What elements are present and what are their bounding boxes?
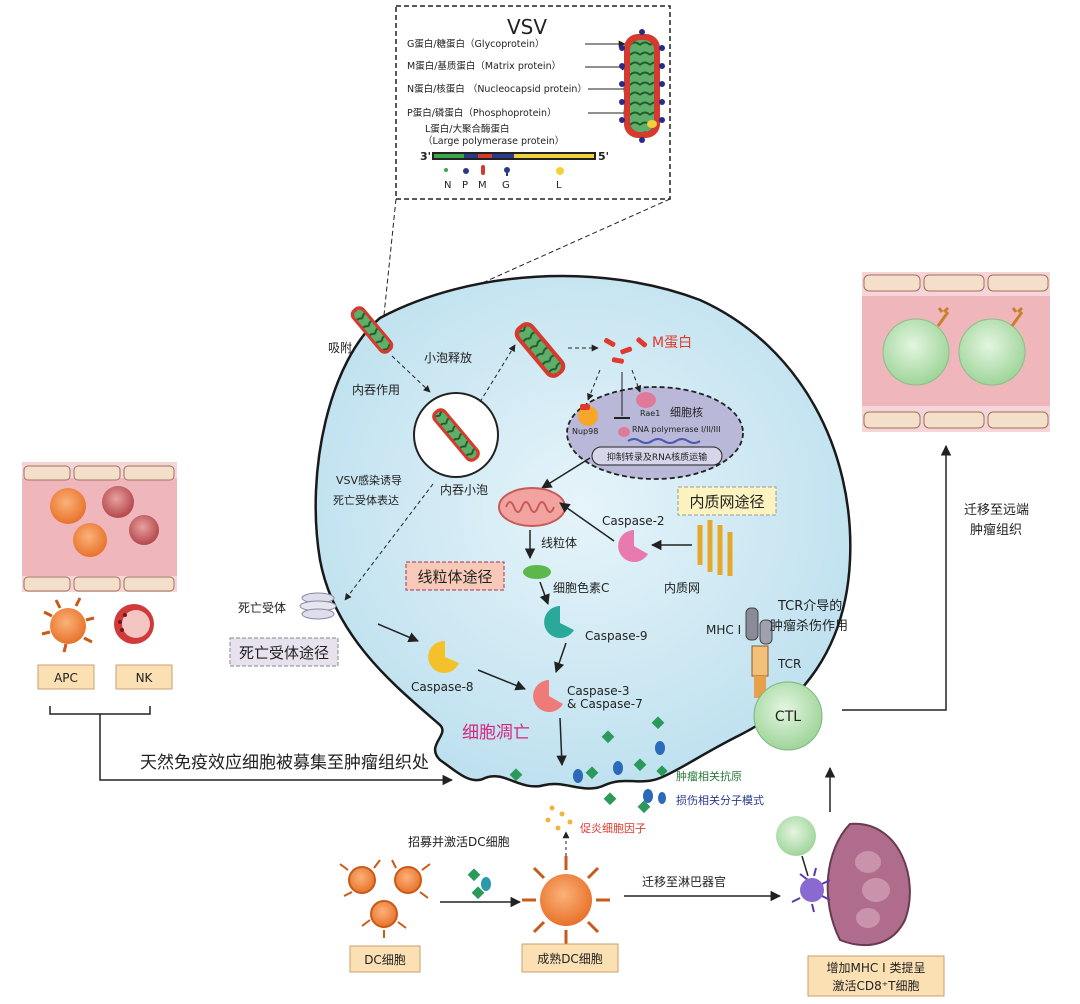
rna-pol-label: RNA polymerase I/II/III	[632, 425, 721, 434]
cytokine-dots	[545, 805, 573, 831]
ctl-label: CTL	[775, 709, 801, 725]
n-protein-label: N蛋白/核蛋白 （Nucleocapsid protein）	[407, 83, 587, 95]
lymph-node-icon	[826, 822, 911, 947]
er-label: 内质网	[664, 581, 700, 595]
inhibit-label: 抑制转录及RNA核质运输	[607, 451, 707, 463]
caspase2-label: Caspase-2	[602, 514, 665, 528]
mhc-up-label-1: 增加MHC I 类提呈	[827, 960, 926, 975]
nk-icon	[114, 604, 154, 644]
genome-label-n: N	[444, 180, 451, 191]
left-vessel	[22, 462, 177, 592]
caspase8-label: Caspase-8	[411, 680, 474, 694]
rae1-label: Rae1	[640, 409, 660, 418]
genome-label-p: P	[462, 180, 468, 191]
er-pathway-label: 内质网途径	[689, 493, 764, 511]
genome-5-prime: 5'	[598, 150, 609, 163]
cyto-c-icon	[523, 565, 551, 579]
caspase8-icon	[428, 640, 459, 673]
caspase9-label: Caspase-9	[585, 629, 648, 643]
mitochondria-icon	[498, 487, 566, 527]
mito-label: 线粒体	[541, 535, 577, 550]
vesicle-virion-icon	[432, 408, 480, 462]
mito-pathway-box	[405, 561, 505, 591]
endocytosis-label: 内吞作用	[352, 383, 400, 397]
apc-icon	[41, 597, 95, 653]
migrate-distal-label-2: 肿瘤组织	[970, 522, 1022, 538]
endocytic-vesicle-label: 内吞小泡	[440, 483, 488, 497]
migrate-lymph-label: 迁移至淋巴器官	[642, 874, 726, 889]
adsorbing-virion-icon	[350, 306, 394, 354]
damp-label: 损伤相关分子模式	[676, 793, 764, 807]
cyto-c-label: 细胞色素C	[553, 581, 609, 595]
dc-box	[349, 945, 421, 973]
apc-label: APC	[54, 671, 78, 685]
death-receptor-label: 死亡受体	[238, 601, 286, 615]
adsorption-label: 吸附	[328, 341, 352, 355]
genome-label-m: M	[478, 180, 487, 191]
tcr-kill-label-2: 肿瘤杀伤作用	[770, 618, 848, 634]
genome-bar	[432, 152, 596, 160]
tumor-antigen-marks	[509, 716, 665, 814]
death-receptor-icon	[299, 592, 337, 620]
cytokine-label: 促炎细胞因子	[580, 821, 646, 835]
caspase37-label-2: & Caspase-7	[567, 697, 643, 711]
dc-released-marks	[467, 868, 491, 900]
mhc-up-box	[807, 955, 945, 997]
vesicle-release-label: 小泡释放	[424, 350, 472, 365]
mature-dc-label: 成熟DC细胞	[537, 951, 603, 966]
genome-label-g: G	[502, 180, 510, 191]
recruit-dc-label: 招募并激活DC细胞	[408, 835, 510, 849]
caspase9-icon	[544, 606, 574, 638]
dr-pathway-box	[229, 637, 339, 667]
mito-pathway-label: 线粒体途径	[417, 568, 492, 586]
caspase37-icon	[533, 680, 563, 712]
nk-box	[115, 664, 173, 690]
caspase37-label-1: Caspase-3	[567, 684, 630, 698]
antigen-presenting-icon	[791, 867, 831, 913]
genome-label-l: L	[556, 180, 562, 191]
vsv-title: VSV	[507, 15, 547, 39]
mature-dc-box	[521, 943, 619, 973]
vsv-inset: VSV G蛋白/糖蛋白（Glycoprotein） M蛋白/基质蛋白（Matri…	[395, 5, 671, 200]
er-pathway-box	[677, 486, 777, 516]
vsv-induced-label-2: 死亡受体表达	[333, 493, 399, 507]
p-protein-label: P蛋白/磷蛋白（Phosphoprotein）	[407, 107, 557, 119]
genome-3-prime: 3'	[420, 150, 431, 163]
l-protein-label-en: （Large polymerase protein）	[423, 135, 564, 147]
m-protein-icon	[604, 337, 648, 364]
dr-pathway-label: 死亡受体途径	[239, 644, 329, 662]
tumor-antigen-label: 肿瘤相关抗原	[676, 769, 742, 783]
m-protein-label: M蛋白/基质蛋白（Matrix protein）	[407, 60, 561, 72]
mhc-up-label-2: 激活CD8⁺T细胞	[833, 979, 920, 993]
vsv-virion-icon	[619, 29, 665, 143]
nup98-icon	[578, 406, 598, 426]
rae1-icon	[636, 392, 656, 408]
l-protein-label: L蛋白/大聚合酶蛋白	[425, 123, 510, 135]
dc-cells-icon	[339, 859, 431, 938]
m-protein-label: M蛋白	[652, 335, 692, 351]
apoptosis-label: 细胞凋亡	[462, 723, 530, 743]
tcr-label: TCR	[777, 657, 801, 671]
er-icon	[697, 520, 733, 576]
nk-label: NK	[136, 671, 154, 685]
ctl-cell-icon	[753, 681, 823, 751]
nup98-label: Nup98	[572, 427, 598, 436]
nucleus-label: 细胞核	[670, 405, 703, 419]
g-protein-label: G蛋白/糖蛋白（Glycoprotein）	[407, 38, 545, 50]
released-virion-icon	[514, 322, 566, 378]
right-vessel	[862, 272, 1050, 432]
mature-dc-icon	[522, 856, 610, 944]
damp-marks	[573, 741, 665, 803]
vsv-induced-label-1: VSV感染诱导	[336, 473, 402, 487]
dc-label: DC细胞	[364, 953, 406, 967]
mhc-label: MHC I	[706, 623, 741, 637]
migrate-distal-label-1: 迁移至远端	[964, 503, 1029, 518]
recruit-label: 天然免疫效应细胞被募集至肿瘤组织处	[140, 753, 429, 773]
apc-box	[37, 664, 95, 690]
caspase2-icon	[618, 530, 648, 562]
t-cell-icon	[776, 816, 816, 856]
tcr-kill-label-1: TCR介导的	[777, 598, 842, 614]
